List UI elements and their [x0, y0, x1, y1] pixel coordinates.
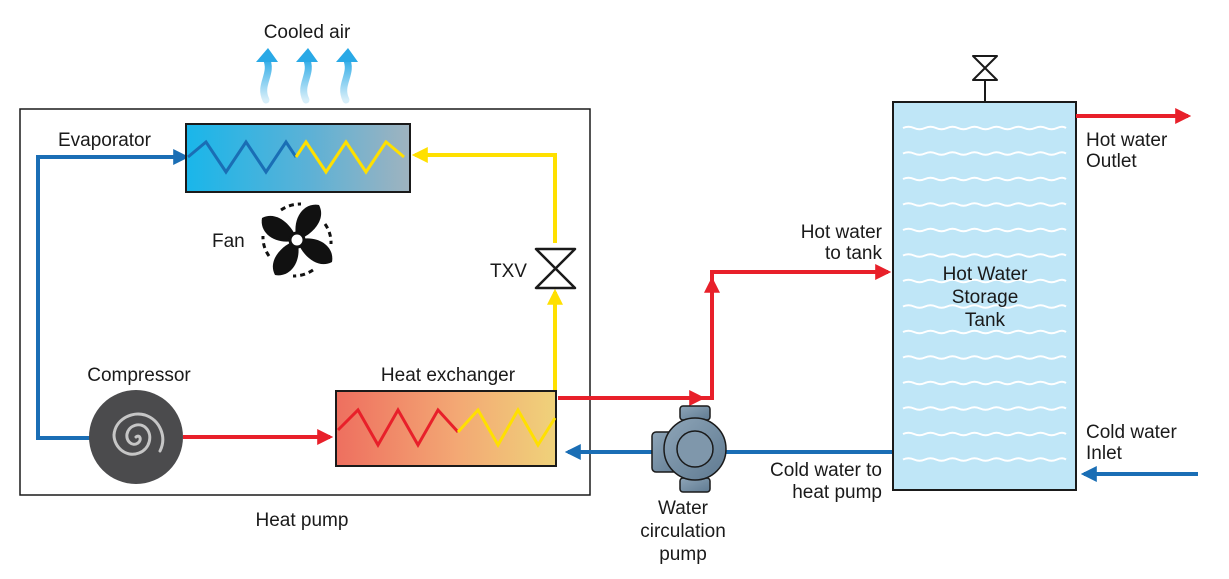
refrigerant-suction-line: [36, 149, 190, 440]
cold-water-to-heat-pump-label-line2: heat pump: [792, 482, 882, 503]
tank-water-ripple: [902, 125, 1067, 131]
water-circulation-pump-icon: [651, 405, 727, 493]
hot-water-to-tank-label-line2: to tank: [825, 243, 883, 264]
compressor-label: Compressor: [87, 365, 191, 386]
fan-icon: [261, 202, 333, 278]
cooled-air-arrows: [256, 48, 358, 104]
water-pump-label-line2: circulation: [640, 521, 726, 542]
hot-water-outlet-label-line2: Outlet: [1086, 151, 1137, 172]
cooled-air-label: Cooled air: [264, 22, 351, 43]
cold-water-to-heat-pump-label-line1: Cold water to: [770, 460, 882, 481]
tank-label-line3: Tank: [965, 310, 1006, 331]
compressor-icon: [89, 390, 183, 484]
tank-water-ripple: [902, 431, 1067, 437]
tank-water-ripple: [902, 176, 1067, 182]
hot-water-to-tank-label-line1: Hot water: [801, 222, 883, 243]
evaporator: [185, 123, 411, 193]
hot-water-to-tank-pipe: [558, 264, 892, 400]
water-pump-label-line3: pump: [659, 544, 707, 565]
cold-water-inlet-label-line2: Inlet: [1086, 443, 1123, 464]
hot-water-outlet-label-line1: Hot water: [1086, 130, 1168, 151]
fan-label: Fan: [212, 231, 245, 252]
tank-water-ripple: [902, 329, 1067, 335]
hot-water-storage-tank: [892, 101, 1077, 491]
tank-water-ripple: [902, 151, 1067, 156]
heat-exchanger-label: Heat exchanger: [381, 365, 516, 386]
tank-water-ripple: [902, 202, 1067, 207]
tank-vent-valve-icon: [972, 55, 998, 102]
tank-water-ripple: [902, 304, 1067, 309]
tank-label-line2: Storage: [952, 287, 1019, 308]
evaporator-label: Evaporator: [58, 130, 152, 151]
tank-label-line1: Hot Water: [943, 264, 1028, 285]
txv-label: TXV: [490, 261, 527, 282]
tank-water-ripple: [902, 380, 1067, 386]
tank-water-ripple: [902, 278, 1067, 284]
tank-water-ripple: [902, 227, 1067, 233]
cold-water-inlet-label-line1: Cold water: [1086, 422, 1177, 443]
tank-water-ripple: [902, 253, 1067, 258]
tank-water-ripple: [902, 406, 1067, 411]
tank-water-ripple: [902, 457, 1067, 462]
heat-pump-label: Heat pump: [256, 510, 349, 531]
tank-water-ripple: [902, 355, 1067, 360]
water-pump-label-line1: Water: [658, 498, 709, 519]
txv-valve-icon: [534, 247, 577, 290]
heat-pump-enclosure: [19, 108, 591, 496]
heat-exchanger: [335, 390, 557, 467]
